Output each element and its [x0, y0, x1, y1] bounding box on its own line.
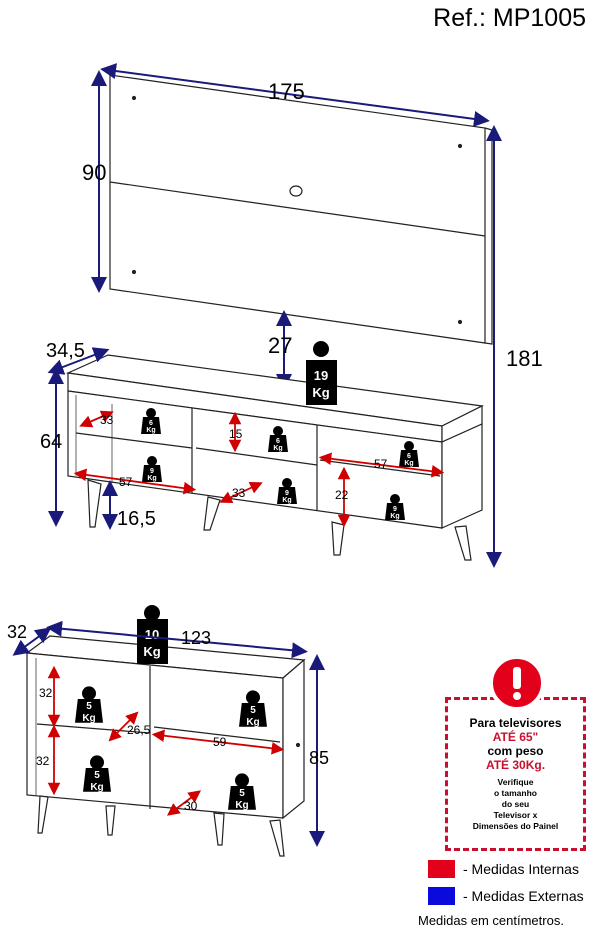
total-height-label: 181: [506, 346, 543, 371]
rack-int-right-width: 57: [374, 457, 388, 471]
svg-text:Kg: Kg: [90, 782, 103, 793]
buffet-int-lower-height: 32: [36, 754, 50, 768]
panel-width-label: 175: [268, 79, 305, 104]
units-note: Medidas em centímetros.: [418, 913, 564, 928]
rack-int-left-depth: 33: [100, 413, 114, 427]
svg-text:Kg: Kg: [146, 427, 155, 434]
buffet-external-dimensions: [12, 620, 325, 847]
buffet-depth-label: 32: [7, 622, 27, 642]
buffet-width-label: 123: [181, 628, 211, 648]
legend-external-swatch: [428, 887, 455, 905]
svg-text:Kg: Kg: [282, 497, 291, 504]
legend-internal: - Medidas Internas: [428, 860, 579, 878]
warning-line-2: ATÉ 65": [492, 730, 539, 744]
reference-code: Ref.: MP1005: [433, 4, 586, 32]
rack-top-weight-unit: Kg: [312, 385, 329, 400]
warning-line-1: Para televisores: [469, 716, 562, 730]
svg-text:Kg: Kg: [246, 717, 259, 728]
svg-text:5: 5: [250, 705, 256, 716]
buffet-int-lower-depth: 30: [184, 799, 198, 813]
svg-text:Kg: Kg: [82, 713, 95, 724]
buffet-int-depth: 26,5: [127, 723, 151, 737]
warning-line-4: ATÉ 30Kg.: [485, 758, 546, 772]
svg-text:5: 5: [86, 701, 92, 712]
rack-depth-label: 34,5: [46, 340, 85, 362]
exclamation-icon: [489, 655, 545, 711]
legend-external-label: - Medidas Externas: [463, 888, 584, 904]
legend-external: - Medidas Externas: [428, 887, 584, 905]
rack-leg-height-label: 16,5: [117, 508, 156, 530]
buffet-int-upper-height: 32: [39, 686, 53, 700]
warning-line-3: com peso: [487, 744, 544, 758]
svg-text:Kg: Kg: [404, 460, 413, 467]
rack-internal-dimensions: [73, 410, 445, 528]
svg-text:Kg: Kg: [273, 445, 282, 452]
svg-text:Kg: Kg: [390, 513, 399, 520]
svg-text:9: 9: [285, 490, 289, 497]
tv-weight-warning: Para televisores ATÉ 65" com peso ATÉ 30…: [445, 697, 586, 851]
svg-text:6: 6: [149, 420, 153, 427]
svg-text:6: 6: [407, 453, 411, 460]
svg-text:6: 6: [276, 438, 280, 445]
svg-text:Kg: Kg: [147, 475, 156, 482]
legend-internal-label: - Medidas Internas: [463, 861, 579, 877]
svg-text:9: 9: [150, 468, 154, 475]
buffet-top-weight-unit: Kg: [143, 644, 160, 659]
rack-int-left-width: 57: [119, 475, 133, 489]
rack-top-weight-icon: [306, 360, 337, 405]
svg-text:5: 5: [94, 770, 100, 781]
buffet-int-width: 59: [213, 735, 227, 749]
svg-text:9: 9: [393, 506, 397, 513]
panel-dimensions: [91, 63, 502, 568]
svg-text:5: 5: [239, 788, 245, 799]
panel-height-label: 90: [82, 160, 106, 185]
buffet-height-label: 85: [309, 748, 329, 768]
tv-panel: [109, 74, 493, 345]
buffet-internal-dimensions: [47, 665, 285, 816]
rack-int-mid-height: 15: [229, 427, 243, 441]
rack-int-right-height: 22: [335, 488, 349, 502]
buffet-cabinet: [25, 635, 306, 857]
panel-gap-label: 27: [268, 333, 292, 358]
rack-int-mid-depth: 33: [232, 486, 246, 500]
rack-height-label: 64: [40, 431, 62, 453]
legend-internal-swatch: [428, 860, 455, 878]
warning-details: Verifique o tamanho do seu Televisor x D…: [472, 777, 559, 831]
svg-text:Kg: Kg: [235, 800, 248, 811]
buffet-top-weight-value: 10: [145, 627, 159, 642]
rack-top-weight-value: 19: [314, 368, 328, 383]
